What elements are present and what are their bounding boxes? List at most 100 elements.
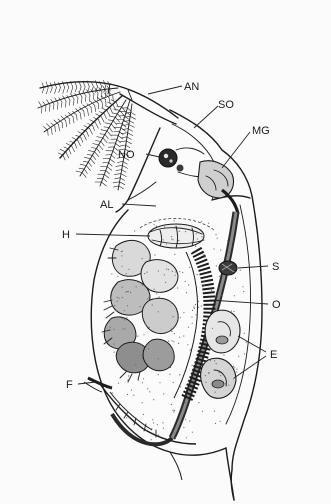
antenna-seta — [99, 145, 103, 150]
stipple-dot — [196, 314, 197, 315]
stipple-dot — [192, 432, 193, 433]
antenna-seta — [59, 88, 61, 93]
stipple-dot — [197, 238, 198, 239]
antenna-seta — [55, 88, 57, 94]
stipple-dot — [171, 302, 172, 303]
antenna-seta — [122, 165, 128, 168]
antenna-seta — [50, 105, 51, 111]
stipple-dot — [191, 316, 192, 317]
leader-so — [194, 106, 218, 128]
antenna-seta — [116, 170, 121, 171]
stipple-dot — [125, 292, 126, 293]
leader-e-1 — [238, 336, 266, 352]
stipple-dot — [220, 250, 221, 251]
stipple-dot — [141, 344, 142, 345]
stipple-dot — [189, 267, 190, 268]
stipple-dot — [204, 281, 205, 282]
antenna-seta — [98, 93, 99, 99]
stipple-dot — [208, 223, 209, 224]
stipple-dot — [116, 310, 117, 311]
stipple-dot — [162, 422, 163, 423]
stipple-dot — [158, 374, 159, 375]
stipple-dot — [121, 255, 122, 256]
stipple-dot — [159, 296, 160, 297]
antenna-seta — [117, 161, 122, 162]
stipple-dot — [178, 240, 179, 241]
antenna-seta — [66, 101, 67, 107]
stipple-dot — [222, 310, 223, 311]
stipple-dot — [133, 395, 134, 396]
antenna-seta — [126, 141, 132, 144]
antenna-seta — [103, 178, 107, 182]
stipple-dot — [185, 402, 186, 403]
antenna-seta — [113, 182, 119, 183]
antenna-seta — [111, 124, 115, 129]
stipple-dot — [172, 271, 173, 272]
stipple-dot — [171, 404, 172, 405]
stipple-dot — [117, 297, 118, 298]
stipple-dot — [147, 388, 148, 389]
antenna-seta — [104, 114, 106, 119]
antenna-seta — [120, 178, 125, 181]
stipple-dot — [194, 308, 195, 309]
stipple-dot — [215, 234, 216, 235]
stipple-dot — [109, 319, 110, 320]
stipple-dot — [228, 385, 229, 386]
antenna-seta — [79, 87, 81, 93]
stipple-dot — [179, 271, 180, 272]
stipple-dot — [197, 274, 198, 275]
stipple-dot — [225, 383, 226, 384]
antenna-seta — [93, 94, 94, 99]
stipple-dot — [156, 226, 157, 227]
antenna-seta — [108, 102, 114, 105]
antenna-seta — [106, 100, 107, 105]
antenna-seta — [63, 87, 65, 93]
stipple-dot — [190, 349, 191, 350]
label-al: AL — [100, 199, 113, 211]
antenna-seta — [83, 161, 88, 162]
stipple-dot — [178, 343, 179, 344]
stipple-dot — [192, 310, 193, 311]
antenna-seta — [116, 165, 122, 166]
antenna-seta — [104, 174, 109, 178]
antenna-seta — [128, 129, 133, 132]
stipple-dot — [128, 291, 129, 292]
stipple-dot — [173, 316, 174, 317]
stipple-dot — [128, 269, 129, 270]
stipple-dot — [127, 380, 128, 381]
stipple-dot — [243, 291, 244, 292]
antenna-seta — [81, 137, 83, 142]
stipple-dot — [216, 363, 217, 364]
antenna-seta — [127, 137, 132, 140]
antenna-seta — [77, 98, 78, 103]
antenna-seta — [93, 144, 99, 145]
stipple-dot — [174, 254, 175, 255]
stipple-dot — [185, 281, 186, 282]
antenna-seta — [73, 117, 74, 123]
antenna-seta — [82, 173, 86, 178]
antenna-seta — [45, 106, 46, 111]
stipple-dot — [173, 239, 174, 240]
antenna-seta — [119, 186, 124, 189]
stipple-dot — [158, 358, 159, 359]
antenna-seta — [115, 143, 120, 147]
stipple-dot — [179, 337, 180, 338]
stipple-dot — [204, 257, 205, 258]
stipple-dot — [157, 424, 158, 425]
antenna-seta — [86, 166, 90, 171]
antenna-seta — [42, 107, 43, 113]
stipple-dot — [112, 392, 113, 393]
antenna-seta — [83, 87, 85, 92]
antenna-seta — [123, 161, 128, 164]
antenna-seta — [101, 130, 107, 131]
antenna-seta — [71, 87, 73, 93]
stipple-dot — [121, 251, 122, 252]
stipple-dot — [187, 344, 188, 345]
stipple-dot — [165, 282, 166, 283]
stipple-dot — [183, 335, 184, 336]
antenna-seta — [83, 82, 85, 87]
stipple-dot — [231, 311, 232, 312]
stipple-dot — [180, 317, 181, 318]
stipple-dot — [185, 419, 186, 420]
stipple-dot — [142, 402, 143, 403]
